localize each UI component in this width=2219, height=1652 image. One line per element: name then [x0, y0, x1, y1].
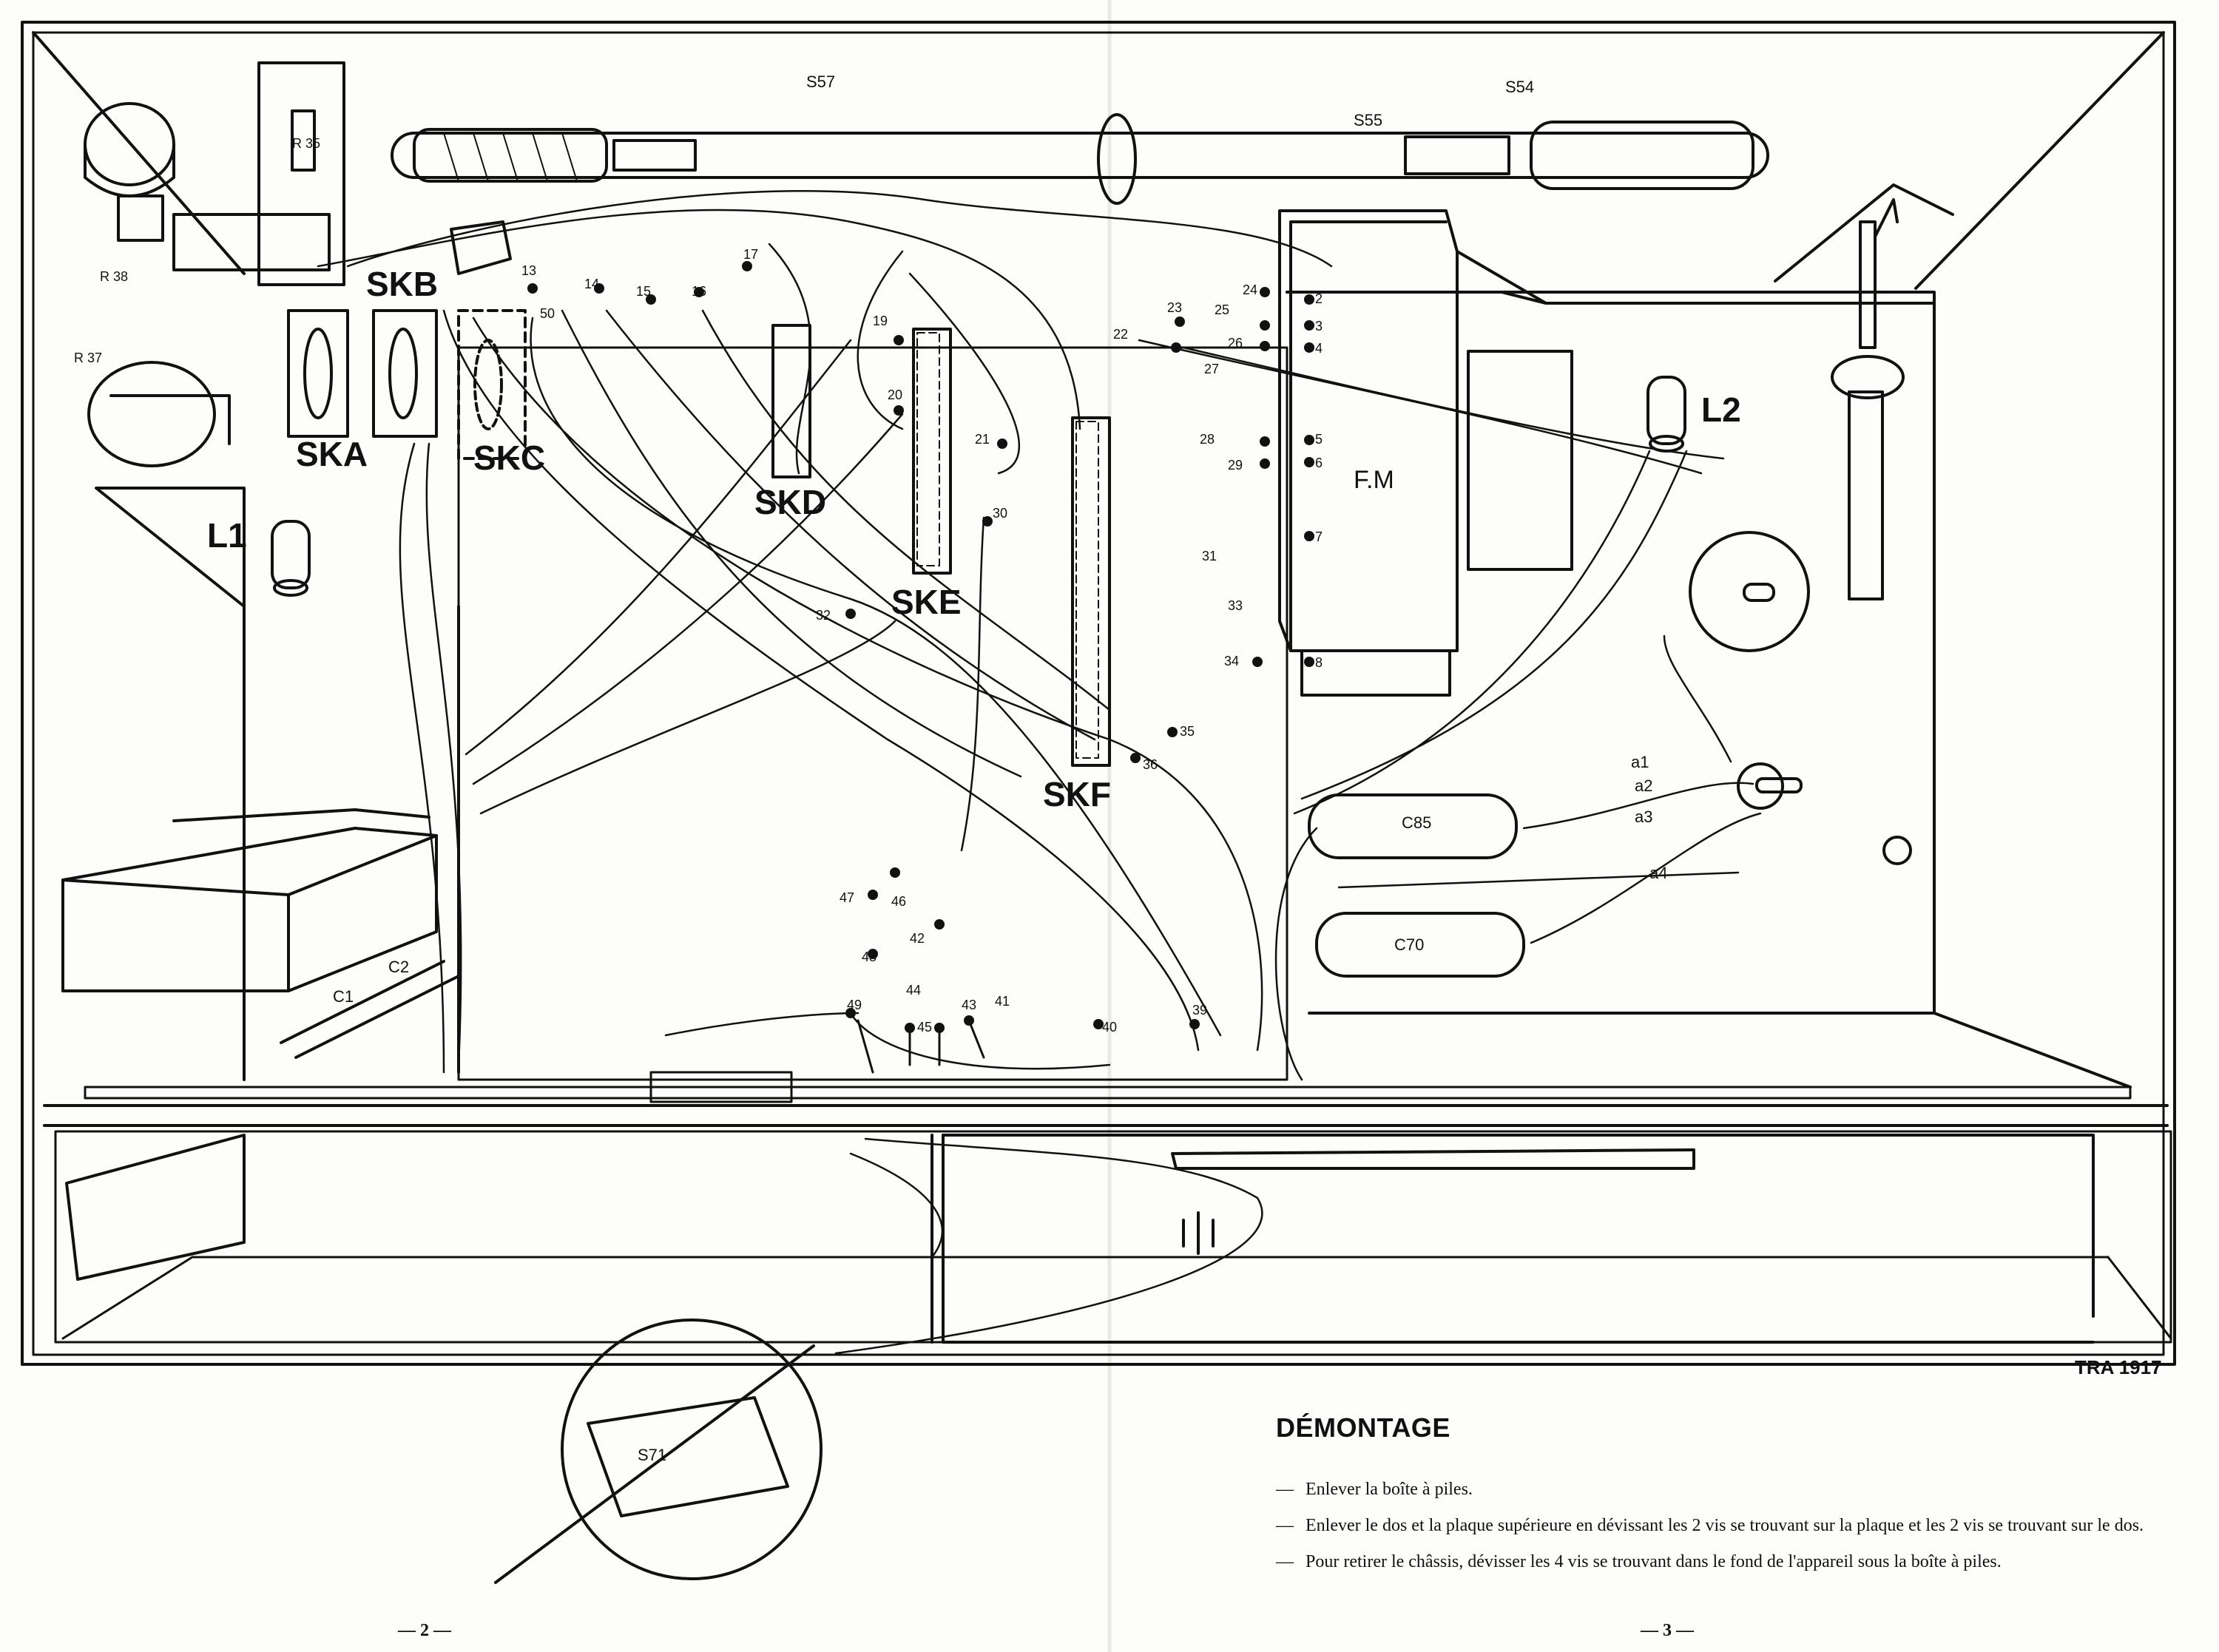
svg-text:31: 31	[1202, 549, 1217, 563]
label-r38: R 38	[100, 269, 128, 284]
svg-text:42: 42	[910, 931, 925, 946]
svg-text:8: 8	[1315, 655, 1323, 670]
svg-text:4: 4	[1315, 341, 1323, 356]
label-s55: S55	[1354, 111, 1382, 129]
svg-text:5: 5	[1315, 432, 1323, 447]
svg-text:28: 28	[1200, 432, 1215, 447]
svg-text:36: 36	[1143, 757, 1158, 772]
svg-text:24: 24	[1243, 282, 1257, 297]
label-r37: R 37	[74, 351, 102, 365]
svg-text:25: 25	[1215, 302, 1229, 317]
svg-text:a2: a2	[1635, 776, 1652, 795]
band-switches	[287, 220, 527, 460]
svg-text:29: 29	[1228, 458, 1243, 473]
fm-pin-labels: 2 3 4 5 6 7 8	[1315, 291, 1323, 670]
svg-text:47: 47	[840, 890, 854, 905]
tuning-capacitor	[61, 808, 460, 1059]
svg-text:49: 49	[847, 998, 862, 1012]
coil-l2	[1646, 376, 1686, 453]
label-skc: SKC	[473, 439, 545, 477]
page-fold	[1107, 0, 1112, 1652]
svg-text:15: 15	[636, 284, 651, 299]
page-number-left: — 2 —	[398, 1621, 451, 1640]
svg-text:26: 26	[1228, 336, 1243, 351]
terminal-labels: 13 14 15 16 17 19 20 21 22 23 24 25 26 2…	[521, 247, 1257, 1035]
capacitors-c85-c70	[1308, 793, 1525, 978]
svg-text:19: 19	[873, 314, 888, 328]
svg-text:40: 40	[1102, 1020, 1117, 1035]
bottom-connectors	[649, 1019, 985, 1103]
svg-text:41: 41	[995, 994, 1010, 1009]
fm-module	[1278, 209, 1573, 697]
svg-text:22: 22	[1113, 327, 1128, 342]
svg-text:a4: a4	[1649, 864, 1667, 882]
volume-potentiometer	[1689, 531, 1912, 865]
cabinet-frame	[21, 21, 2176, 1366]
svg-text:44: 44	[906, 983, 921, 998]
label-s71: S71	[638, 1446, 666, 1464]
label-skf: SKF	[1043, 775, 1111, 813]
svg-text:a3: a3	[1635, 808, 1652, 826]
svg-text:33: 33	[1228, 598, 1243, 613]
svg-text:21: 21	[975, 432, 990, 447]
svg-text:48: 48	[862, 949, 877, 964]
wiring-harness	[317, 189, 1762, 1355]
label-c85: C85	[1402, 813, 1431, 832]
label-skd: SKD	[754, 483, 826, 521]
svg-text:27: 27	[1204, 362, 1219, 376]
svg-text:23: 23	[1167, 300, 1182, 315]
svg-text:6: 6	[1315, 456, 1323, 470]
svg-text:16: 16	[692, 284, 706, 299]
switch-contact-labels: a1 a2 a3 a4	[1631, 753, 1667, 882]
svg-text:14: 14	[584, 277, 599, 291]
svg-text:2: 2	[1315, 291, 1323, 306]
svg-text:3: 3	[1315, 319, 1323, 334]
svg-text:39: 39	[1192, 1003, 1207, 1018]
label-ske: SKE	[891, 583, 962, 621]
page-number-right: — 3 —	[1641, 1621, 1694, 1640]
label-c1: C1	[333, 987, 354, 1006]
label-ska: SKA	[296, 435, 368, 473]
label-c70: C70	[1394, 935, 1424, 954]
coil-l1	[87, 361, 311, 597]
instructions-block: DÉMONTAGE Enlever la boîte à piles. Enle…	[1276, 1409, 2160, 1585]
fm-antenna-post	[1831, 198, 1905, 600]
ferrite-rod-antenna	[391, 113, 1769, 205]
label-r35: R 35	[292, 136, 320, 151]
label-fm: F.M	[1354, 466, 1394, 494]
battery-compartment	[65, 1134, 1695, 1281]
external-speaker-s71	[494, 1318, 823, 1584]
chassis-plate	[84, 183, 2132, 1100]
svg-text:20: 20	[888, 387, 902, 402]
label-s54: S54	[1505, 78, 1534, 96]
instructions-title: DÉMONTAGE	[1276, 1412, 1450, 1443]
speaker-assembly	[84, 61, 345, 286]
svg-text:43: 43	[962, 998, 976, 1012]
label-l2: L2	[1701, 390, 1741, 429]
reference-number: TRA 1917	[2075, 1356, 2162, 1378]
svg-text:46: 46	[891, 894, 906, 909]
svg-text:7: 7	[1315, 529, 1323, 544]
label-s57: S57	[806, 72, 835, 91]
label-l1: L1	[207, 516, 247, 555]
instruction-item: Pour retirer le châssis, dévisser les 4 …	[1276, 1549, 2160, 1575]
strip-switches	[771, 324, 1111, 767]
svg-text:34: 34	[1224, 654, 1239, 668]
svg-text:35: 35	[1180, 724, 1195, 739]
svg-text:50: 50	[540, 306, 555, 321]
label-c2: C2	[388, 958, 409, 976]
label-skb: SKB	[366, 265, 438, 303]
instruction-item: Enlever la boîte à piles.	[1276, 1477, 2160, 1503]
instructions-list: Enlever la boîte à piles. Enlever le dos…	[1276, 1477, 2160, 1574]
svg-text:32: 32	[816, 608, 831, 623]
svg-text:45: 45	[917, 1020, 932, 1035]
instruction-item: Enlever le dos et la plaque supérieure e…	[1276, 1513, 2160, 1539]
svg-text:a1: a1	[1631, 753, 1649, 771]
svg-text:30: 30	[993, 506, 1007, 521]
svg-text:13: 13	[521, 263, 536, 278]
svg-text:17: 17	[743, 247, 758, 262]
terminal-dots	[527, 261, 1314, 1033]
